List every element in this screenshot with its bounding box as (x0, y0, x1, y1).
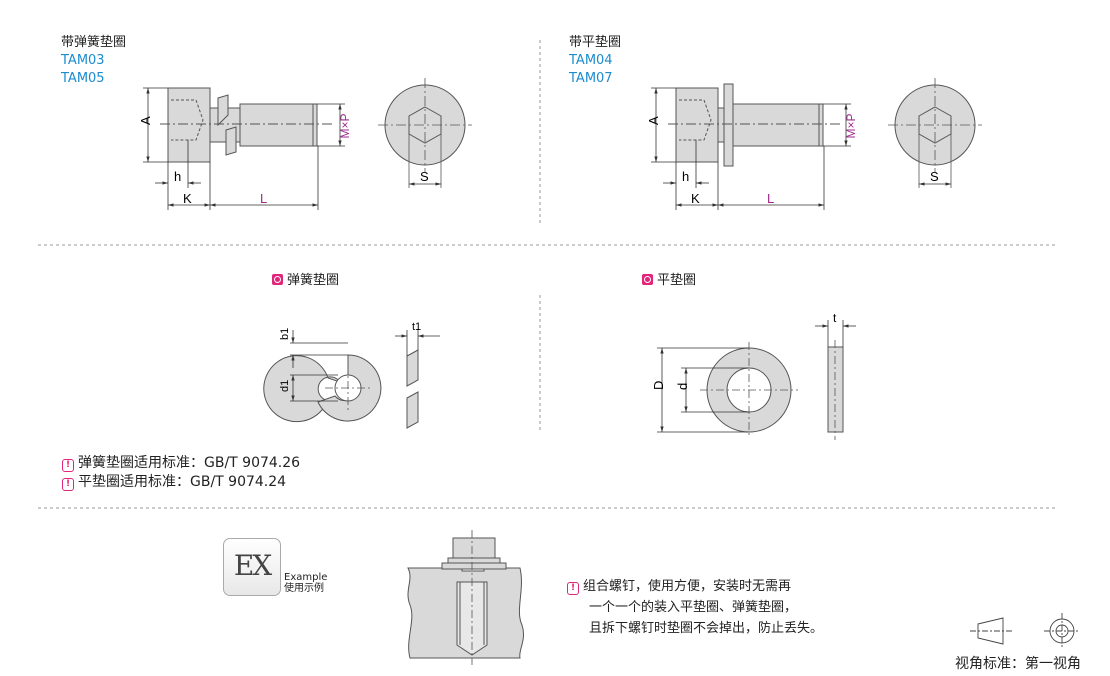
marker-icon (642, 274, 653, 285)
dim-s: S (420, 169, 429, 184)
section-title-flat: 带平垫圈 TAM04 TAM07 (569, 34, 621, 88)
dim-t: t (833, 311, 837, 325)
section-title-spring: 带弹簧垫圈 TAM03 TAM05 (61, 34, 126, 88)
example-assembly-drawing (407, 530, 525, 665)
dim-s: S (930, 169, 939, 184)
dim-a: A (138, 116, 153, 125)
dim-mxp: M×P (338, 113, 352, 138)
note-line: 一个一个的装入平垫圈、弹簧垫圈， (589, 600, 798, 615)
example-label: Example 使用示例 (284, 572, 327, 594)
dim-D: D (651, 381, 666, 390)
example-label-en: Example (284, 572, 328, 583)
title: 带平垫圈 (569, 35, 622, 50)
label-text: 弹簧垫圈 (287, 273, 340, 288)
first-angle-projection-icon (970, 613, 1080, 649)
note-line: 且拆下螺钉时垫圈不会掉出，防止丢失。 (589, 621, 824, 636)
exclamation-icon: ! (62, 459, 74, 472)
usage-note: ! 组合螺钉，使用方便，安装时无需再 一个一个的装入平垫圈、弹簧垫圈， 且拆下螺钉… (567, 576, 823, 639)
exclamation-icon: ! (567, 582, 579, 595)
note-text: 组合螺钉，使用方便，安装时无需再 (583, 579, 792, 594)
code-tam04[interactable]: TAM04 (569, 53, 613, 68)
dim-t1: t1 (412, 321, 421, 333)
exclamation-icon: ! (62, 478, 74, 491)
flat-washer-drawing (657, 320, 856, 440)
title: 带弹簧垫圈 (61, 35, 127, 50)
dim-h: h (174, 169, 181, 184)
dimension-lines (651, 87, 851, 210)
dim-b1: b1 (279, 328, 291, 340)
note-line: ! 组合螺钉，使用方便，安装时无需再 (567, 576, 823, 597)
marker-icon (272, 274, 283, 285)
bolt-flat-washer-side-view (668, 83, 842, 167)
standard-text: 平垫圈适用标准：GB/T 9074.24 (78, 474, 287, 490)
dim-l: L (260, 191, 267, 206)
spring-washer-label: 弹簧垫圈 (272, 272, 339, 290)
code-tam03[interactable]: TAM03 (61, 53, 105, 68)
standard-text: 弹簧垫圈适用标准：GB/T 9074.26 (78, 455, 301, 471)
dim-d1: d1 (279, 380, 291, 392)
bolt-end-view (378, 78, 472, 188)
code-tam07[interactable]: TAM07 (569, 71, 613, 86)
dim-l: L (767, 191, 774, 206)
dim-a: A (646, 116, 661, 125)
dim-h: h (682, 169, 689, 184)
standard-flat: ! 平垫圈适用标准：GB/T 9074.24 (62, 473, 300, 492)
standards-notes: ! 弹簧垫圈适用标准：GB/T 9074.26 ! 平垫圈适用标准：GB/T 907… (62, 454, 300, 492)
code-tam05[interactable]: TAM05 (61, 71, 105, 86)
flat-washer-label: 平垫圈 (642, 272, 696, 290)
example-badge: EX (223, 538, 281, 596)
standard-spring: ! 弹簧垫圈适用标准：GB/T 9074.26 (62, 454, 300, 473)
label-text: 平垫圈 (657, 273, 697, 288)
example-label-cn: 使用示例 (284, 583, 324, 594)
dim-k: K (183, 191, 192, 206)
dim-k: K (691, 191, 700, 206)
dimension-lines (143, 87, 345, 210)
bolt-spring-washer-side-view (160, 87, 335, 163)
dim-mxp: M×P (844, 113, 858, 138)
bolt-end-view (888, 78, 982, 188)
spring-washer-drawing (263, 330, 440, 429)
dim-d: d (675, 383, 690, 390)
view-standard-label: 视角标准：第一视角 (955, 656, 1081, 672)
